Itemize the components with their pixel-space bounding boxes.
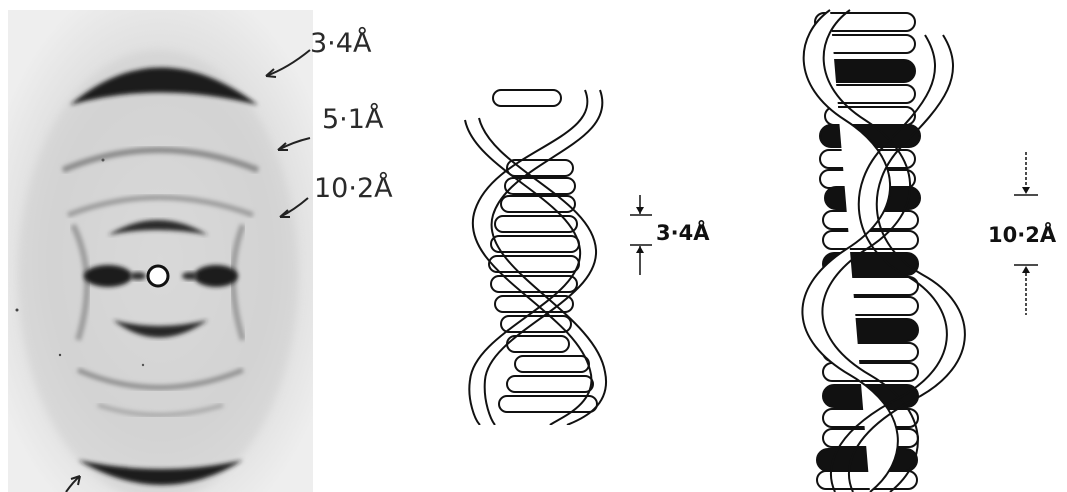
xray-labels: 3·4Å 5·1Å 10·2Å [0, 0, 420, 220]
equator-spot-inner-right [182, 272, 198, 280]
label-10-2: 10·2Å [314, 172, 393, 204]
equator-spot-inner-left [130, 272, 146, 280]
dimension-10-2: 10·2Å [980, 150, 1067, 320]
spacing-label-10-2: 10·2Å [988, 222, 1057, 247]
label-3-4: 3·4Å [310, 27, 372, 59]
dimension-3-4: 3·4Å [620, 190, 730, 280]
equator-spot-right [194, 265, 238, 287]
spacing-label-3-4: 3·4Å [656, 220, 710, 245]
equator-spot-left [84, 265, 132, 287]
label-5-1: 5·1Å [322, 103, 384, 135]
beam-stop-ring [148, 266, 168, 286]
